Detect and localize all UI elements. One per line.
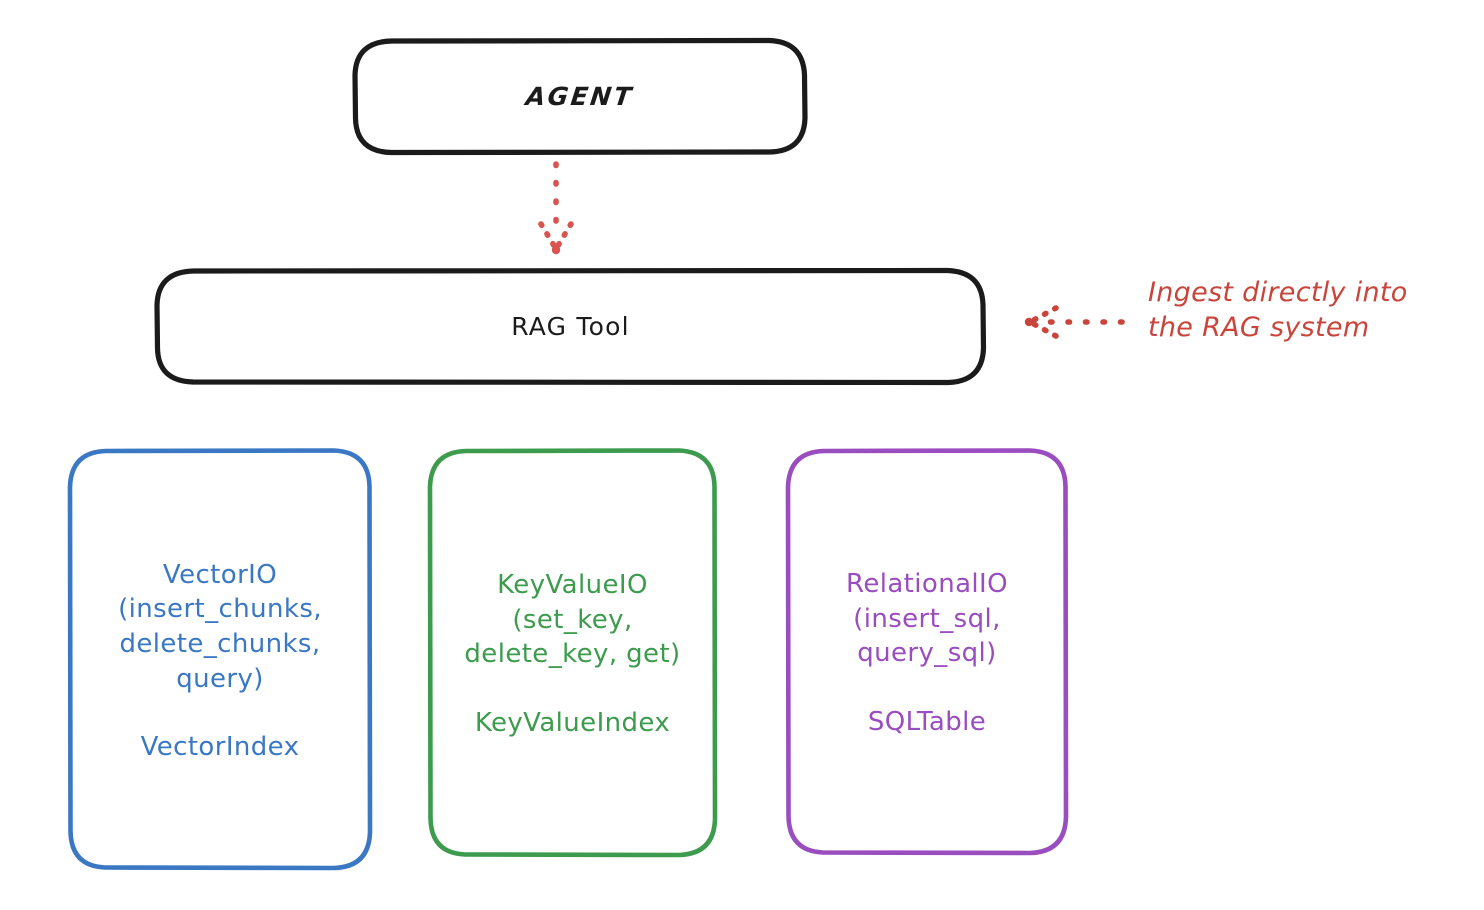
keyvalueio-box-outline xyxy=(427,448,718,858)
rag-tool-box-outline xyxy=(154,267,987,386)
keyvalueio-node[interactable]: KeyValueIO (set_key, delete_key, get) Ke… xyxy=(430,450,715,856)
vectorio-index-label: VectorIndex xyxy=(140,732,300,763)
relationalio-api-label: RelationalIO (insert_sql, query_sql) xyxy=(846,569,1008,669)
ingest-annotation-connector xyxy=(1024,305,1125,339)
ingest-annotation-label: Ingest directly into the RAG system xyxy=(1148,277,1408,343)
agent-box-outline xyxy=(352,37,808,156)
keyvalueio-index-label: KeyValueIndex xyxy=(474,707,671,738)
agent-label: AGENT xyxy=(524,82,636,111)
relationalio-box-outline xyxy=(785,448,1069,856)
agent-node[interactable]: AGENT xyxy=(355,40,805,153)
vectorio-api-label: VectorIO (insert_chunks, delete_chunks, … xyxy=(118,559,322,694)
relationalio-node[interactable]: RelationalIO (insert_sql, query_sql) SQL… xyxy=(788,450,1066,854)
keyvalueio-api-label: KeyValueIO (set_key, delete_key, get) xyxy=(464,570,681,670)
agent-to-rag-tool-connector xyxy=(538,161,574,255)
rag-tool-node[interactable]: RAG Tool xyxy=(157,270,984,383)
vectorio-box-outline xyxy=(67,448,373,871)
vectorio-node[interactable]: VectorIO (insert_chunks, delete_chunks, … xyxy=(70,450,370,870)
relationalio-index-label: SQLTable xyxy=(867,706,987,737)
rag-tool-label: RAG Tool xyxy=(511,312,630,341)
